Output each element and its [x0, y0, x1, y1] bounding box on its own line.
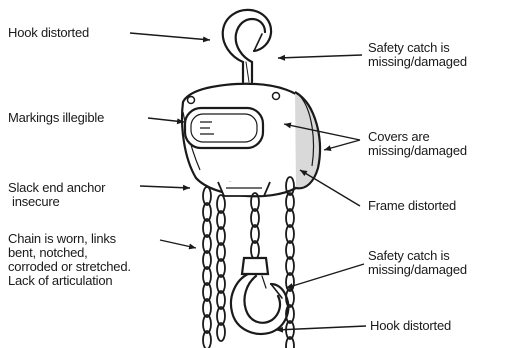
- bottom-hook: [231, 258, 288, 334]
- leader-hook-bottom: [276, 326, 366, 330]
- label-frame-distorted: Frame distorted: [368, 199, 456, 213]
- leader-safety-catch-bottom: [286, 264, 364, 288]
- leader-chain: [160, 240, 196, 248]
- label-safety-catch-top: Safety catch is missing/damaged: [368, 41, 467, 69]
- hoist-body: [182, 84, 320, 197]
- label-safety-catch-bottom: Safety catch is missing/damaged: [368, 249, 467, 277]
- label-chain-worn: Chain is worn, links bent, notched, corr…: [8, 232, 131, 288]
- load-chain: [251, 193, 259, 259]
- label-slack-end-anchor: Slack end anchor insecure: [8, 181, 105, 209]
- leader-safety-catch-top: [278, 55, 362, 58]
- leader-markings: [148, 118, 184, 122]
- label-covers-missing: Covers are missing/damaged: [368, 130, 467, 158]
- hand-chain-right: [286, 177, 294, 348]
- leader-hook-top: [130, 33, 210, 40]
- label-hook-distorted-bottom: Hook distorted: [370, 319, 451, 333]
- leader-covers-b: [324, 140, 360, 150]
- leader-slack-end: [140, 186, 190, 188]
- label-hook-distorted-top: Hook distorted: [8, 26, 89, 40]
- label-markings-illegible: Markings illegible: [8, 111, 104, 125]
- slack-chain: [203, 187, 211, 348]
- leader-frame: [300, 170, 360, 206]
- top-hook: [223, 10, 271, 82]
- hand-chain-left: [217, 195, 225, 341]
